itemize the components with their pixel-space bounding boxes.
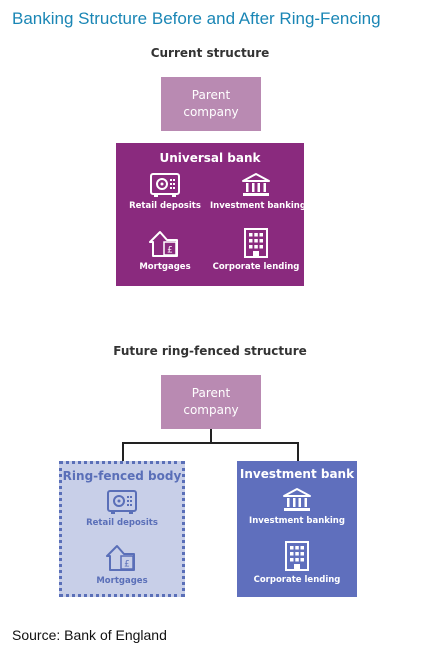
bank-building-icon — [239, 487, 355, 513]
house-pound-icon: £ — [64, 543, 180, 573]
ring-fenced-body-title: Ring-fenced body — [62, 469, 182, 483]
item-label: Corporate lending — [253, 575, 341, 585]
safe-icon — [64, 489, 180, 515]
parent-company-line2: company — [183, 403, 239, 417]
item-label: Mortgages — [139, 262, 191, 272]
connector-horizontal — [122, 442, 299, 444]
svg-text:£: £ — [167, 246, 173, 256]
universal-bank-title: Universal bank — [159, 151, 261, 165]
ring-fenced-item-retail-deposits: Retail deposits — [64, 489, 180, 528]
office-building-icon — [239, 540, 355, 572]
item-label: Investment banking — [249, 516, 345, 526]
connector-left-drop — [122, 442, 124, 462]
universal-item-investment-banking: Investment banking — [210, 172, 306, 211]
universal-bank-box: Universal bank Retail deposits — [116, 143, 306, 286]
ring-fenced-body-box: Ring-fenced body Retail deposits £ Mortg… — [59, 461, 185, 597]
parent-company-line1: Parent — [191, 88, 231, 102]
page-title: Banking Structure Before and After Ring-… — [12, 9, 381, 28]
investment-bank-title: Investment bank — [239, 467, 355, 481]
connector-vertical — [210, 429, 212, 443]
parent-company-line1: Parent — [191, 386, 231, 400]
item-label: Investment banking — [210, 201, 306, 211]
svg-text:£: £ — [124, 560, 130, 570]
bank-building-icon — [210, 172, 302, 198]
item-label: Mortgages — [96, 576, 148, 586]
source-note: Source: Bank of England — [12, 627, 167, 643]
future-structure-label: Future ring-fenced structure — [113, 344, 307, 358]
item-label: Corporate lending — [212, 262, 300, 272]
universal-item-corporate-lending: Corporate lending — [210, 227, 302, 272]
office-building-icon — [210, 227, 302, 259]
ring-fenced-item-mortgages: £ Mortgages — [64, 543, 180, 586]
safe-icon — [126, 172, 204, 198]
house-pound-icon: £ — [126, 229, 204, 259]
current-parent-company-box: Parent company — [161, 77, 261, 131]
universal-item-mortgages: £ Mortgages — [126, 229, 204, 272]
future-parent-company-box: Parent company — [161, 375, 261, 429]
item-label: Retail deposits — [129, 201, 201, 211]
universal-item-retail-deposits: Retail deposits — [126, 172, 204, 211]
item-label: Retail deposits — [86, 518, 158, 528]
investment-bank-item-investment-banking: Investment banking — [239, 487, 355, 526]
investment-bank-item-corporate-lending: Corporate lending — [239, 540, 355, 585]
connector-right-drop — [297, 442, 299, 462]
investment-bank-box: Investment bank Investment banking — [237, 461, 357, 597]
parent-company-line2: company — [183, 105, 239, 119]
current-structure-label: Current structure — [150, 46, 270, 60]
